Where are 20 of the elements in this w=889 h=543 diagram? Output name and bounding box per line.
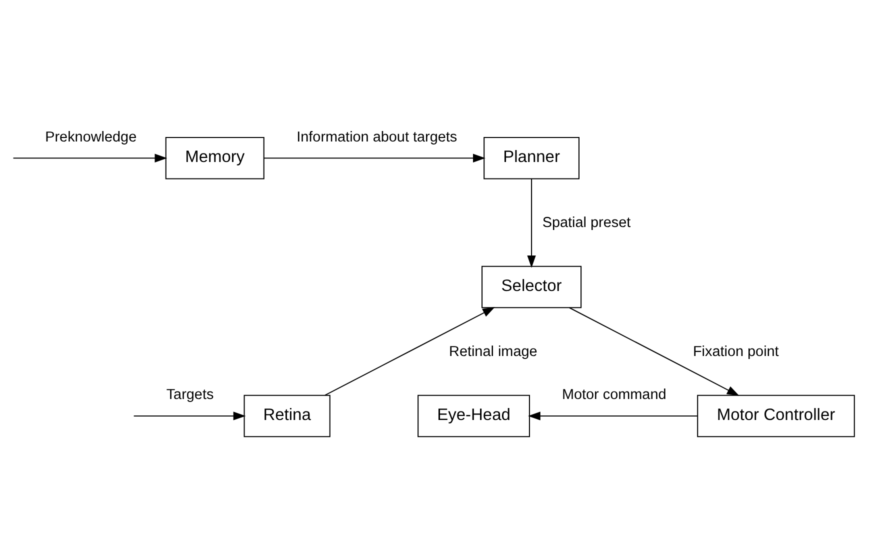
edge-label: Information about targets <box>296 129 458 146</box>
node-box: Eye-Head <box>418 394 530 438</box>
edge-label: Fixation point <box>692 344 779 360</box>
arrow <box>264 154 486 162</box>
arrow <box>13 154 168 162</box>
edge-label: Preknowledge <box>45 129 137 146</box>
node-box: Retina <box>244 394 330 438</box>
node-box: Motor Controller <box>697 394 855 438</box>
edge-label: Motor command <box>562 387 666 404</box>
node-box: Memory <box>165 136 264 180</box>
arrow <box>569 307 740 396</box>
node-box: Planner <box>484 136 580 180</box>
edge-label: Spatial preset <box>542 214 631 231</box>
arrow <box>528 412 698 420</box>
edge-label: Retinal image <box>449 344 538 360</box>
arrow <box>527 178 536 268</box>
arrow <box>324 307 495 396</box>
arrow <box>134 412 246 420</box>
node-box: Selector <box>482 266 582 308</box>
edge-label: Targets <box>166 387 214 404</box>
